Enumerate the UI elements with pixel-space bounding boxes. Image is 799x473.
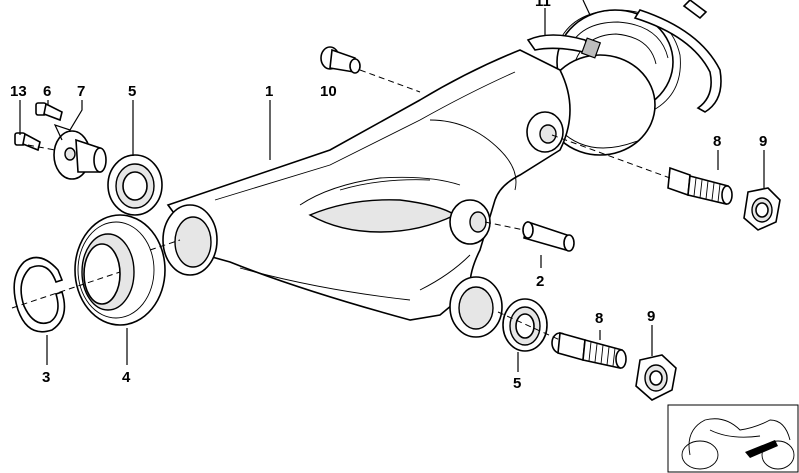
callout-4: 4 <box>122 369 131 386</box>
nut-lower <box>635 354 677 401</box>
callout-1: 1 <box>265 83 273 100</box>
cover-cap-7 <box>53 130 107 180</box>
seal-ring-4 <box>74 214 166 326</box>
callout-8-upper: 8 <box>713 133 721 150</box>
callout-3: 3 <box>42 369 50 386</box>
clamp-ring <box>526 0 722 113</box>
nut-upper <box>743 187 781 231</box>
bearing-right <box>502 298 548 352</box>
callout-9-lower: 9 <box>647 308 655 325</box>
screw-13 <box>14 132 41 152</box>
callout-2: 2 <box>536 273 544 290</box>
callout-9-upper: 9 <box>759 133 767 150</box>
callout-10: 10 <box>320 83 337 100</box>
callout-labels: 1 2 3 4 5 5 6 7 8 8 9 9 10 11 13 <box>10 0 767 392</box>
screw-6 <box>35 102 63 122</box>
leader-lines <box>19 0 765 372</box>
bushing-2 <box>522 220 575 252</box>
assembly-lines <box>11 69 671 341</box>
callout-5-right: 5 <box>513 375 521 392</box>
motorcycle-locator-thumbnail <box>667 404 799 473</box>
callout-7: 7 <box>77 83 85 100</box>
callout-11: 11 <box>535 0 551 10</box>
bolt-10 <box>320 46 361 74</box>
callout-5-left: 5 <box>128 83 136 100</box>
callout-6: 6 <box>43 83 51 100</box>
circlip-3 <box>13 256 66 333</box>
swing-arm <box>162 49 571 338</box>
pivot-pin-upper <box>667 166 733 205</box>
callout-13: 13 <box>10 83 27 100</box>
callout-8-lower: 8 <box>595 310 603 327</box>
pivot-pin-lower <box>551 331 627 369</box>
bearing-left <box>107 154 163 216</box>
